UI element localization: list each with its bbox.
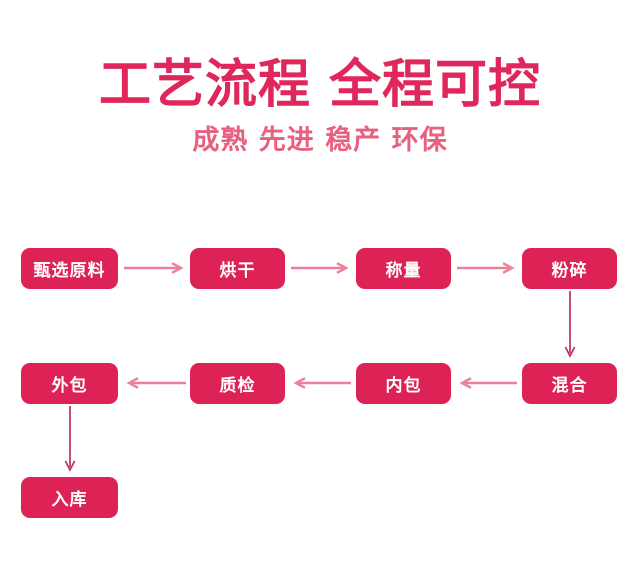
arrow-right-icon-raw-to-dry [124, 261, 186, 275]
flow-node-weighing[interactable]: 称量 [356, 248, 451, 289]
arrow-down-icon-crush-to-mix [563, 291, 577, 361]
flow-node-crushing[interactable]: 粉碎 [522, 248, 617, 289]
flow-node-warehousing[interactable]: 入库 [21, 477, 118, 518]
page-title-part2: 全程可控 [329, 55, 542, 115]
page-title-part1: 工艺流程 [98, 55, 311, 115]
arrow-down-icon-outer-to-store [63, 406, 77, 475]
arrow-left-icon-inner-to-qc [291, 376, 351, 390]
arrow-left-icon-qc-to-outer [124, 376, 186, 390]
arrow-right-icon-dry-to-weigh [291, 261, 351, 275]
arrow-right-icon-weigh-to-crush [457, 261, 517, 275]
flow-node-mixing[interactable]: 混合 [522, 363, 617, 404]
flow-node-drying[interactable]: 烘干 [190, 248, 285, 289]
page-subtitle: 成熟 先进 稳产 环保 [192, 125, 448, 156]
page-title: 工艺流程全程可控 [0, 55, 640, 115]
flow-node-outer-packaging[interactable]: 外包 [21, 363, 118, 404]
flow-node-inner-packaging[interactable]: 内包 [356, 363, 451, 404]
heading-block: 工艺流程全程可控 成熟 先进 稳产 环保 [0, 55, 640, 157]
flow-node-quality-inspection[interactable]: 质检 [190, 363, 285, 404]
arrow-left-icon-mix-to-inner [457, 376, 517, 390]
flow-node-raw-material[interactable]: 甄选原料 [21, 248, 118, 289]
